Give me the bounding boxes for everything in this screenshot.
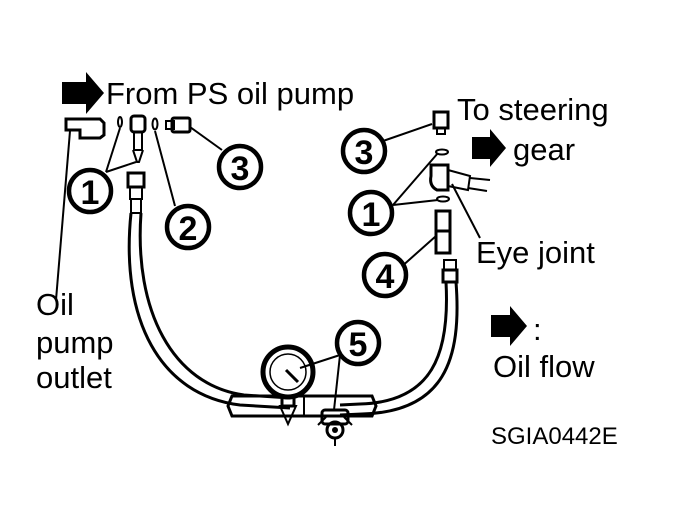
right-eye-bolt	[432, 110, 450, 135]
svg-text:3: 3	[355, 134, 374, 172]
svg-text:5: 5	[349, 326, 368, 364]
arrow-right-icon	[62, 72, 104, 114]
leader-lines	[105, 123, 481, 411]
right-adapter-fitting	[434, 209, 452, 255]
arrow-right-icon	[491, 306, 527, 346]
callout-right-1: 1	[347, 189, 395, 237]
oil-outlet-label-line2: pump	[36, 325, 114, 360]
legend-oil-flow-label: Oil flow	[493, 349, 595, 384]
oil-outlet-label-line1: Oil	[36, 287, 74, 322]
left-washer-1	[117, 116, 123, 128]
right-hose-end-fitting	[441, 259, 459, 284]
oil-pump-outlet-fitting	[55, 117, 106, 301]
svg-text:2: 2	[179, 210, 198, 248]
legend-colon: :	[533, 312, 542, 347]
right-washer-2	[436, 195, 450, 203]
svg-text:3: 3	[231, 150, 250, 188]
figure-code-label: SGIA0442E	[491, 423, 618, 450]
to-gear-label-line2: gear	[513, 132, 575, 167]
svg-text:1: 1	[362, 196, 381, 234]
left-eye-bolt	[165, 116, 192, 134]
callout-gauge-5: 5	[334, 319, 382, 367]
left-eye-fitting	[129, 114, 147, 163]
callout-right-3: 3	[340, 127, 388, 175]
pressure-gauge-icon	[260, 344, 316, 427]
oil-outlet-label-line3: outlet	[36, 360, 112, 395]
svg-text:4: 4	[376, 258, 395, 296]
to-gear-label-line1: To steering	[457, 92, 609, 127]
callout-left-2: 2	[164, 203, 212, 251]
callout-left-1: 1	[66, 167, 114, 215]
from-pump-label: From PS oil pump	[106, 76, 354, 111]
arrow-right-icon	[472, 129, 506, 167]
eye-joint-label: Eye joint	[476, 235, 595, 270]
right-eye-joint	[429, 163, 491, 192]
svg-text:1: 1	[81, 174, 100, 212]
right-washer-1	[435, 148, 449, 156]
callout-left-3: 3	[216, 143, 264, 191]
left-washer-2	[151, 117, 159, 131]
left-hose-end-fitting	[126, 171, 146, 214]
callout-right-4: 4	[361, 251, 409, 299]
gauge-hose-assembly	[127, 212, 459, 418]
